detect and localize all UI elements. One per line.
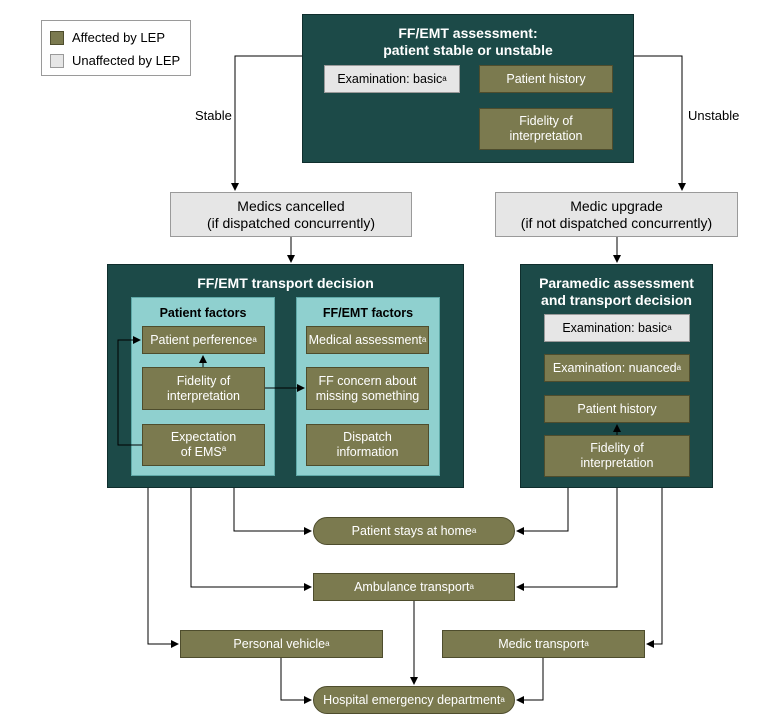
- legend-unaffected: Unaffected by LEP: [50, 53, 180, 68]
- paramedic-title: Paramedic assessment and transport decis…: [539, 275, 694, 308]
- arrow-paramedic-to-medic: [646, 488, 663, 648]
- paramedic-patient-history: Patient history: [544, 395, 690, 423]
- arrow-medic-to-hospital: [516, 658, 544, 704]
- arrow-decision-to-ambulance: [190, 488, 312, 591]
- assessment-title: FF/EMT assessment: patient stable or uns…: [383, 25, 553, 58]
- paramedic-fidelity: Fidelity of interpretation: [544, 435, 690, 477]
- arrow-unstable: [634, 55, 686, 191]
- legend-unaffected-swatch: [50, 53, 64, 68]
- unstable-label: Unstable: [688, 108, 740, 123]
- assessment-patient-history: Patient history: [479, 65, 613, 93]
- ff-concern: FF concern about missing something: [306, 367, 429, 410]
- expectation-of-ems: Expectation of EMSa: [142, 424, 265, 466]
- arrow-vehicle-to-hospital: [280, 658, 312, 704]
- arrow-expectation-to-preference: [117, 336, 142, 446]
- arrow-paramedic-to-ambulance: [516, 488, 618, 591]
- legend: Affected by LEP Unaffected by LEP: [41, 20, 191, 76]
- dispatch-information: Dispatch information: [306, 424, 429, 466]
- arrow-decision-to-home: [233, 488, 312, 535]
- medics-cancelled-box: Medics cancelled (if dispatched concurre…: [170, 192, 412, 237]
- medic-upgrade-box: Medic upgrade (if not dispatched concurr…: [495, 192, 738, 237]
- legend-unaffected-label: Unaffected by LEP: [72, 53, 181, 68]
- stable-label: Stable: [195, 108, 232, 123]
- legend-affected-label: Affected by LEP: [72, 30, 165, 45]
- assessment-fidelity: Fidelity of interpretation: [479, 108, 613, 150]
- patient-factors-title: Patient factors: [159, 306, 247, 320]
- legend-affected: Affected by LEP: [50, 30, 165, 45]
- arrow-decision-to-vehicle: [147, 488, 179, 648]
- ffemt-factors-title: FF/EMT factors: [322, 306, 414, 320]
- legend-affected-swatch: [50, 30, 64, 45]
- transport-decision-title: FF/EMT transport decision: [197, 275, 374, 291]
- arrow-paramedic-to-home: [516, 488, 569, 535]
- arrow-stable: [231, 55, 302, 191]
- patient-fidelity: Fidelity of interpretation: [142, 367, 265, 410]
